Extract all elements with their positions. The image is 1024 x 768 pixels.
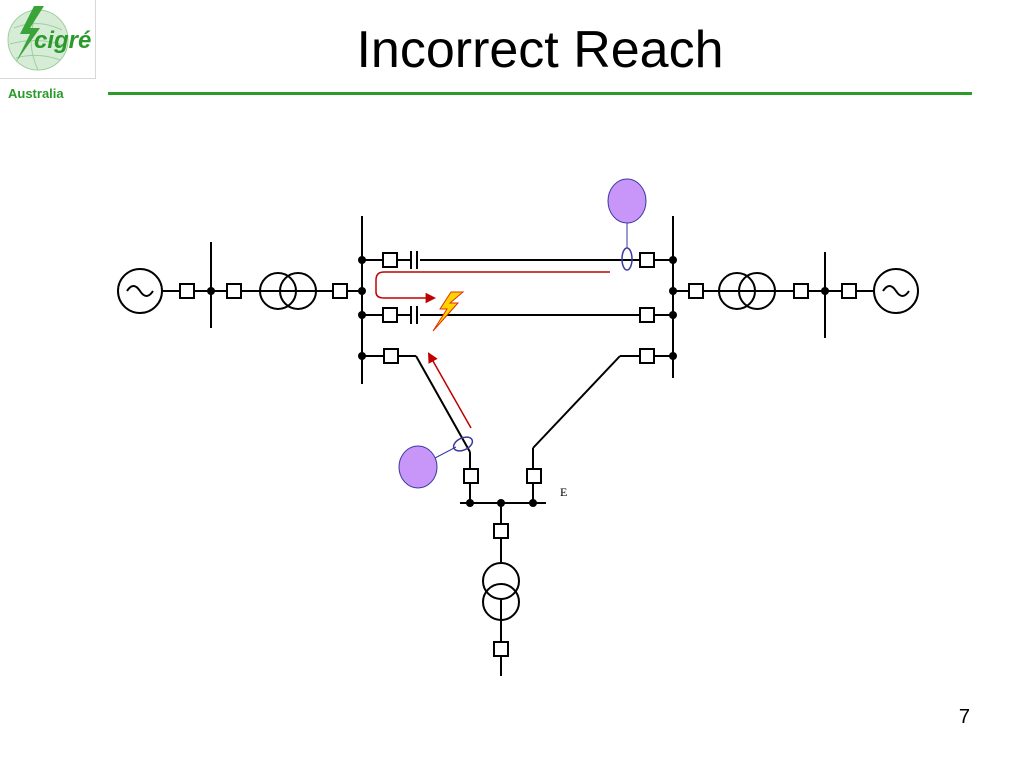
fault-current-path xyxy=(375,271,610,304)
right-tx-breaker-1 xyxy=(793,283,809,299)
line-4-right xyxy=(532,355,621,449)
bus-e-label: E xyxy=(560,485,567,499)
page-number: 7 xyxy=(958,706,970,728)
left-transformer xyxy=(259,272,317,310)
right-transformer xyxy=(718,272,776,310)
load-breaker-top xyxy=(493,523,509,539)
line-3-left xyxy=(415,355,471,453)
left-gen-bus-node xyxy=(207,287,215,295)
current-transformer xyxy=(621,247,633,271)
right-gen-bus-node xyxy=(821,287,829,295)
load-transformer xyxy=(482,562,520,621)
line-3-breaker-left xyxy=(383,348,399,364)
left-tx-breaker-1 xyxy=(226,283,242,299)
bus-node xyxy=(529,499,537,507)
lightning-icon xyxy=(16,6,44,62)
line-3-breaker-e-left xyxy=(463,468,479,484)
title-divider xyxy=(108,92,972,95)
bus-node xyxy=(466,499,474,507)
logo-subtitle: Australia xyxy=(8,86,64,101)
current-transformer xyxy=(452,436,474,452)
incorrect-reach-arrow xyxy=(427,352,472,429)
relay-bottom-left xyxy=(398,445,457,489)
series-capacitor xyxy=(410,306,418,324)
line-1-breaker-left xyxy=(382,252,398,268)
right-generator xyxy=(873,268,919,314)
line-4-breaker-e-right xyxy=(526,468,542,484)
right-gen-breaker xyxy=(841,283,857,299)
page-title: Incorrect Reach xyxy=(356,21,724,79)
relay-top-right xyxy=(607,178,647,248)
left-gen-breaker xyxy=(179,283,195,299)
line-2-breaker-left xyxy=(382,307,398,323)
left-generator xyxy=(117,268,163,314)
series-capacitor xyxy=(410,251,418,269)
line-4-breaker-right xyxy=(639,348,655,364)
line-2-breaker-right xyxy=(639,307,655,323)
right-tx-breaker-2 xyxy=(688,283,704,299)
load-breaker-bottom xyxy=(493,641,509,657)
bus-node xyxy=(358,287,366,295)
fault-lightning-icon xyxy=(432,291,465,332)
logo-wordmark: cigré xyxy=(34,27,91,54)
line-1-breaker-right xyxy=(639,252,655,268)
left-tx-breaker-2 xyxy=(332,283,348,299)
cigre-logo: cigré xyxy=(0,0,96,79)
